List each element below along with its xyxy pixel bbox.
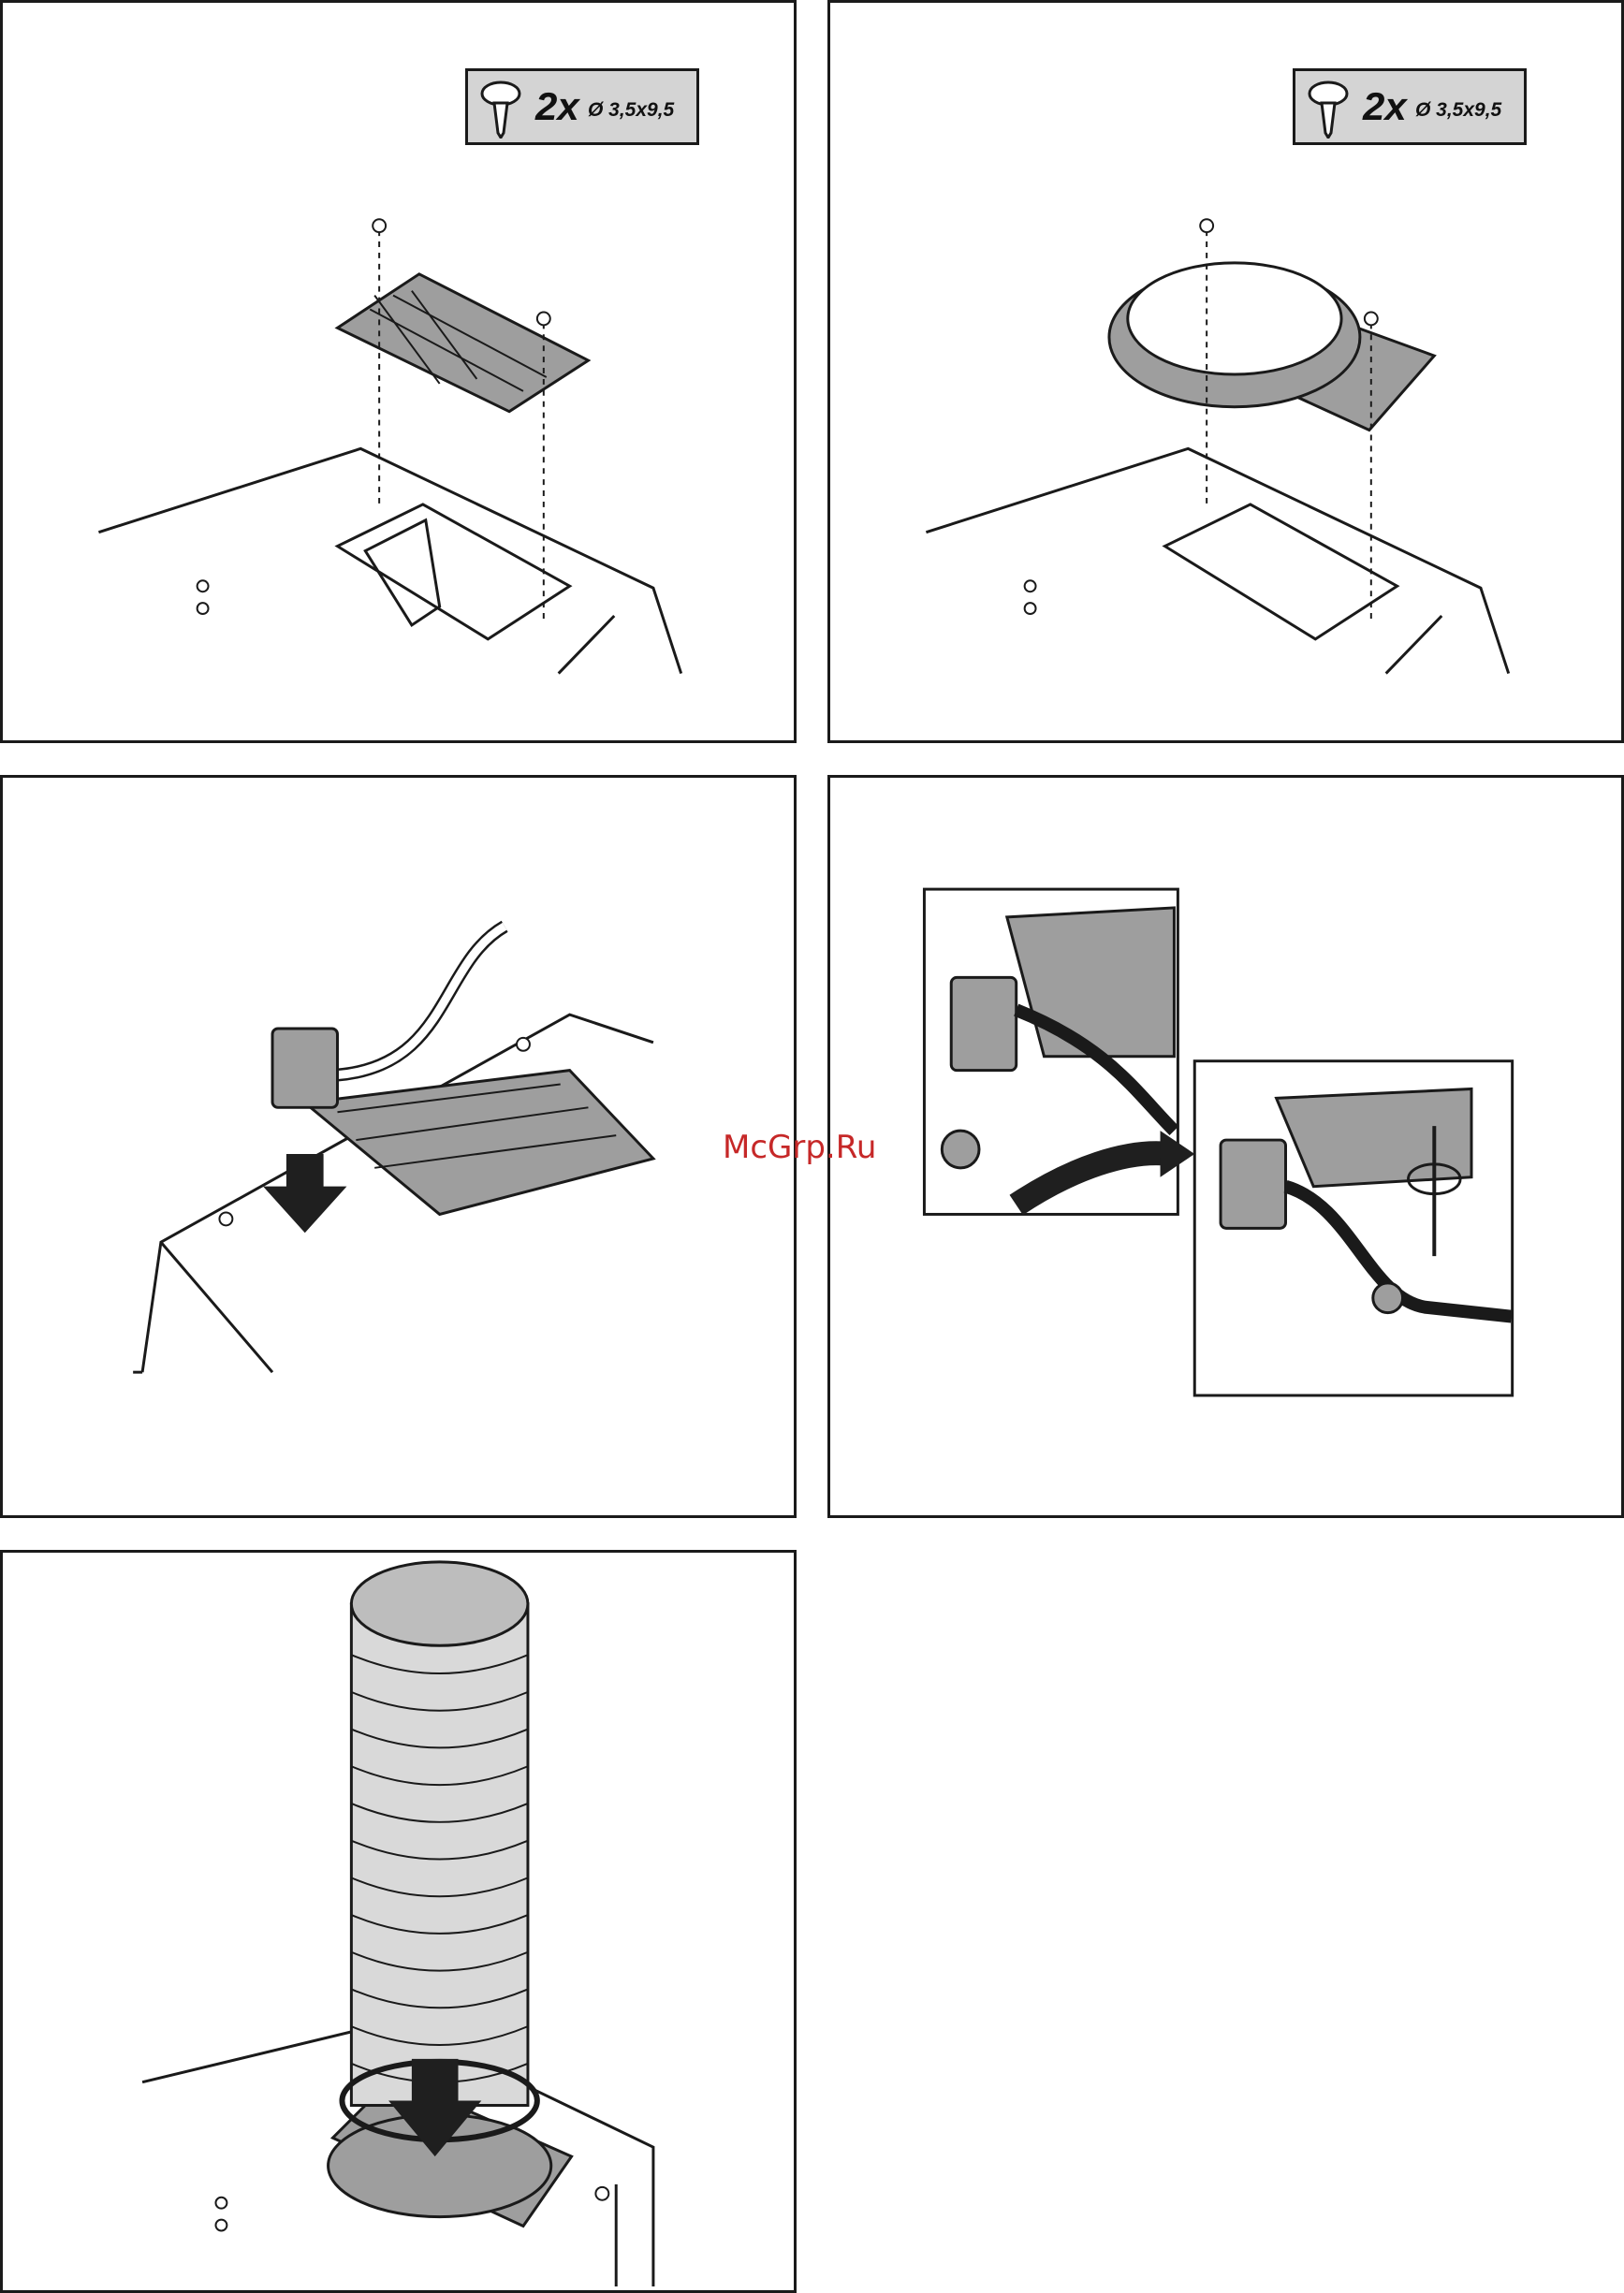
screw-quantity: 2x [535,84,579,129]
screw-icon [477,79,524,139]
step-panel-4 [827,775,1624,1518]
step-panel-3 [0,775,797,1518]
screw-size: Ø 3,5x9,5 [588,99,674,122]
screw-spec-badge: 2x Ø 3,5x9,5 [465,68,699,145]
screw-spec-badge: 2x Ø 3,5x9,5 [1293,68,1527,145]
duct-hose-illustration [3,1553,794,2290]
watermark-text: McGrp.Ru [723,1129,876,1166]
step-panel-1: 2x Ø 3,5x9,5 [0,0,797,743]
step-panel-2: 2x Ø 3,5x9,5 [827,0,1624,743]
screw-icon [1305,79,1352,139]
step-panel-5 [0,1550,797,2293]
cable-clamp-illustration [830,778,1621,1515]
screw-size: Ø 3,5x9,5 [1415,99,1501,122]
screw-quantity: 2x [1363,84,1407,129]
connector-illustration [3,778,794,1515]
